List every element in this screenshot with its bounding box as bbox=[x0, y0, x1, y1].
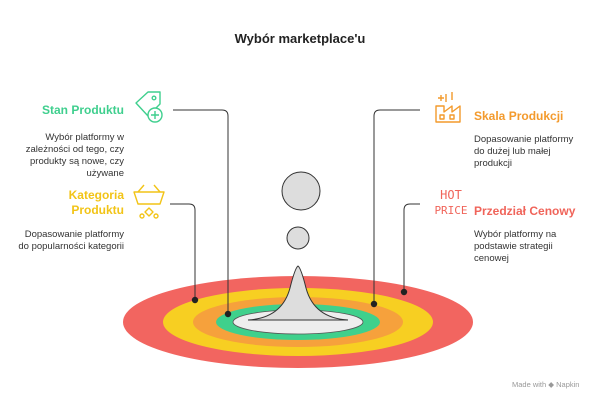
connector-skala bbox=[373, 109, 420, 304]
made-with-napkin-credit: Made with ◆ Napkin bbox=[512, 380, 580, 389]
desc-skala-produkcji: Dopasowanie platformy do dużej lub małej… bbox=[474, 134, 574, 169]
hot-price-icon: HOT PRICE bbox=[434, 188, 467, 217]
factory-icon bbox=[435, 92, 461, 123]
heading-przedzial-cenowy: Przedział Cenowy bbox=[474, 204, 576, 218]
connector-przedzial bbox=[403, 203, 420, 292]
connector-dot-kategoria bbox=[191, 296, 199, 304]
connector-dot-stan bbox=[224, 310, 232, 318]
connector-stan bbox=[173, 109, 229, 313]
connector-kategoria bbox=[170, 203, 196, 300]
shopping-basket-icon bbox=[133, 184, 165, 219]
heading-skala-produkcji: Skala Produkcji bbox=[474, 109, 564, 123]
svg-text:PRICE: PRICE bbox=[434, 204, 467, 217]
price-tag-plus-icon bbox=[135, 91, 163, 123]
heading-kategoria-produktu: Kategoria Produktu bbox=[68, 188, 124, 217]
droplet-large bbox=[281, 171, 321, 211]
droplet-small bbox=[286, 226, 310, 250]
connector-dot-przedzial bbox=[400, 288, 408, 296]
heading-stan-produktu: Stan Produktu bbox=[41, 103, 124, 117]
desc-przedzial-cenowy: Wybór platformy na podstawie strategii c… bbox=[474, 229, 557, 264]
svg-text:HOT: HOT bbox=[440, 188, 462, 202]
desc-stan-produktu: Wybór platformy w zależności od tego, cz… bbox=[25, 132, 124, 179]
page-title: Wybór marketplace'u bbox=[234, 31, 366, 46]
desc-kategoria-produktu: Dopasowanie platformy do popularności ka… bbox=[18, 229, 124, 252]
water-drop-splash bbox=[247, 265, 349, 321]
connector-dot-skala bbox=[370, 300, 378, 308]
